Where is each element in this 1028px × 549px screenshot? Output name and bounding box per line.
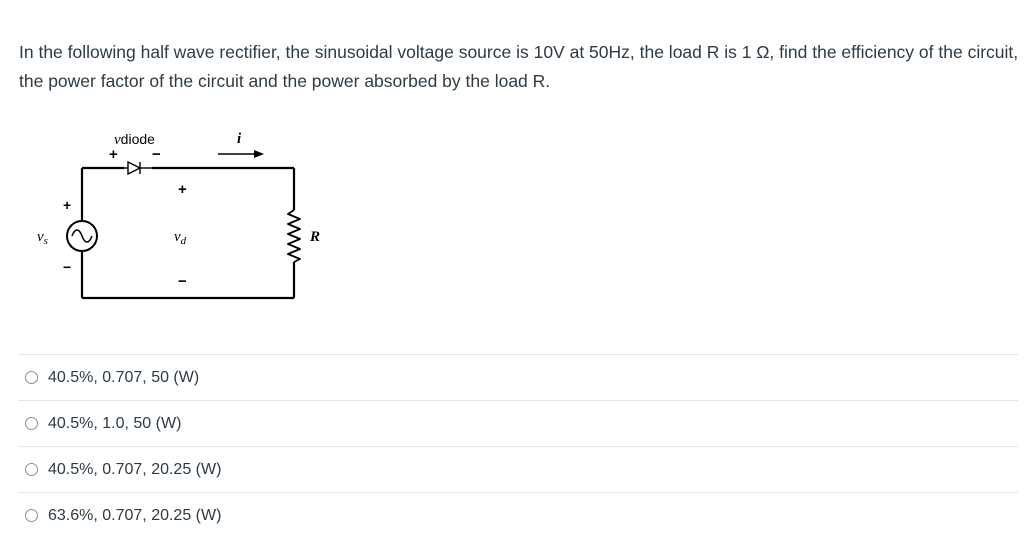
resistor-icon [287,209,301,263]
source-plus-sign: + [63,197,71,213]
answer-option-1[interactable]: 40.5%, 0.707, 50 (W) [18,354,1018,400]
source-voltage-label: vs [37,229,48,247]
answer-option-2[interactable]: 40.5%, 1.0, 50 (W) [18,400,1018,446]
radio-button[interactable] [25,463,38,476]
answer-label: 40.5%, 1.0, 50 (W) [48,414,182,432]
answer-option-4[interactable]: 63.6%, 0.707, 20.25 (W) [18,492,1018,538]
radio-button[interactable] [25,417,38,430]
answer-option-3[interactable]: 40.5%, 0.707, 20.25 (W) [18,446,1018,492]
answer-label: 40.5%, 0.707, 50 (W) [48,368,200,386]
ac-source-icon [66,220,98,252]
load-minus-sign: − [178,273,187,290]
question-text: In the following half wave rectifier, th… [19,42,1019,91]
answer-list: 40.5%, 0.707, 50 (W) 40.5%, 1.0, 50 (W) … [18,354,1018,538]
current-label: i [237,131,242,147]
radio-button[interactable] [25,509,38,522]
load-voltage-label: vd [174,229,187,247]
diode-voltage-label: vdiode [114,131,155,148]
diode-icon [124,160,152,176]
answer-label: 40.5%, 0.707, 20.25 (W) [48,460,222,478]
diode-minus-sign: − [152,146,161,163]
answer-label: 63.6%, 0.707, 20.25 (W) [48,506,222,524]
load-plus-sign: + [178,181,187,198]
radio-button[interactable] [25,371,38,384]
current-arrow-icon [218,150,264,158]
resistor-label: R [309,229,320,245]
source-minus-sign: − [63,259,71,275]
half-wave-rectifier-circuit: vdiode + − i + vs − + vd − R [37,131,320,300]
diode-plus-sign: + [109,146,118,163]
